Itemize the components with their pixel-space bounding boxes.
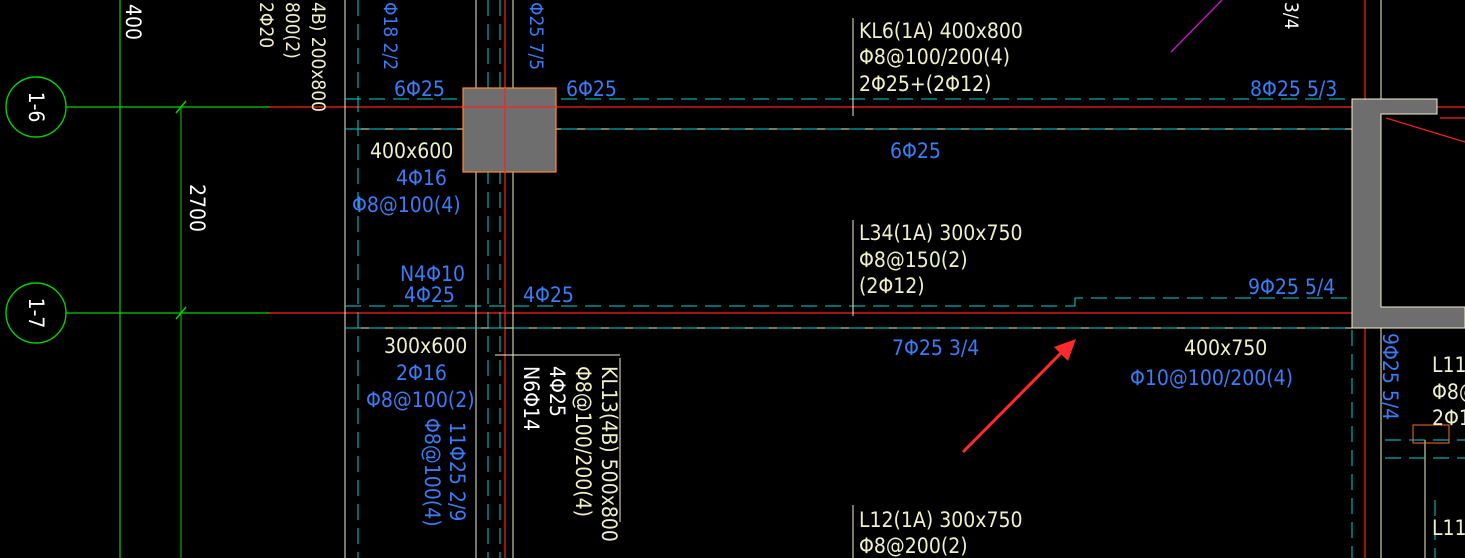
- row7-bar-c: 9Φ25 5/4: [1248, 275, 1335, 299]
- l34-bars: (2Φ12): [859, 274, 925, 298]
- beam-edges-dashed: [345, 0, 1465, 558]
- grid-bubble-1-6[interactable]: 1-6: [5, 76, 67, 138]
- right-l11-a: L11(: [1432, 353, 1465, 377]
- grid-bubble-1-7[interactable]: 1-7: [5, 282, 67, 344]
- l12-name: L12(1A) 300x750: [859, 508, 1023, 532]
- col1-size: 400x600: [370, 139, 453, 163]
- left-frag-c: 2Φ20: [255, 2, 277, 48]
- sec2-size: 400x750: [1184, 336, 1267, 360]
- top-bar-b: 6Φ25: [566, 77, 617, 101]
- row7-n4: N4Φ10: [400, 262, 465, 286]
- right-vert-bars: 9Φ25 5/4: [1378, 333, 1402, 420]
- top-right-frag: 3/4: [1280, 2, 1302, 30]
- kl13-name: KL13(4B) 500x800: [597, 366, 621, 542]
- top-bar-a: 6Φ25: [394, 77, 445, 101]
- kl6-stirrup: Φ8@100/200(4): [859, 45, 1010, 69]
- l34-name: L34(1A) 300x750: [859, 221, 1023, 245]
- left-frag-b: 800(2): [281, 2, 303, 59]
- col1-bars: 4Φ16: [396, 166, 447, 190]
- col1-stirrup: Φ8@100(4): [352, 193, 461, 217]
- row7-bar-a: 4Φ25: [404, 283, 455, 307]
- col2-size: 300x600: [384, 334, 467, 358]
- left-frag-e: Φ25 7/5: [525, 2, 547, 70]
- right-l11-b: Φ8@: [1432, 380, 1465, 404]
- l12-stirrup: Φ8@200(2): [859, 534, 968, 558]
- column-block[interactable]: [462, 87, 557, 173]
- col2-vert-2: Φ8@100(4): [420, 418, 444, 527]
- kl6-bars: 2Φ25+(2Φ12): [859, 72, 991, 96]
- kl13-stirrup: Φ8@100/200(4): [571, 366, 595, 517]
- label-leaders: [495, 18, 854, 558]
- sec2-stirrup: Φ10@100/200(4): [1130, 366, 1293, 390]
- kl13-side-bars: N6Φ14: [519, 366, 543, 431]
- left-frag-d: Φ18 2/2: [379, 2, 401, 70]
- magenta-diagonal: [1170, 0, 1223, 53]
- dim-2700: 2700: [185, 184, 209, 232]
- annotation-arrow: [961, 339, 1076, 454]
- kl6-name: KL6(1A) 400x800: [859, 19, 1023, 43]
- right-l11-c: 2Φ18: [1432, 406, 1465, 430]
- row7-bar-d: 7Φ25 3/4: [892, 336, 979, 360]
- kl13-bars: 4Φ25: [545, 366, 569, 417]
- top-bar-c: 8Φ25 5/3: [1250, 77, 1337, 101]
- right-l11-d: L11(: [1432, 516, 1465, 540]
- col2-vert-1: 11Φ25 2/9: [445, 422, 469, 521]
- l34-stirrup: Φ8@150(2): [859, 248, 968, 272]
- right-wall[interactable]: [1351, 98, 1465, 444]
- grid-label-1-7: 1-7: [24, 298, 48, 329]
- grid-label-1-6: 1-6: [24, 92, 48, 123]
- top-bar-d: 6Φ25: [890, 139, 941, 163]
- grid-lines: [66, 0, 270, 558]
- col2-bars: 2Φ16: [396, 361, 447, 385]
- col2-stirrup: Φ8@100(2): [366, 388, 475, 412]
- row7-bar-b: 4Φ25: [523, 283, 574, 307]
- dim-top: 400: [121, 4, 145, 40]
- left-frag-a: 4B) 200x800: [307, 2, 329, 112]
